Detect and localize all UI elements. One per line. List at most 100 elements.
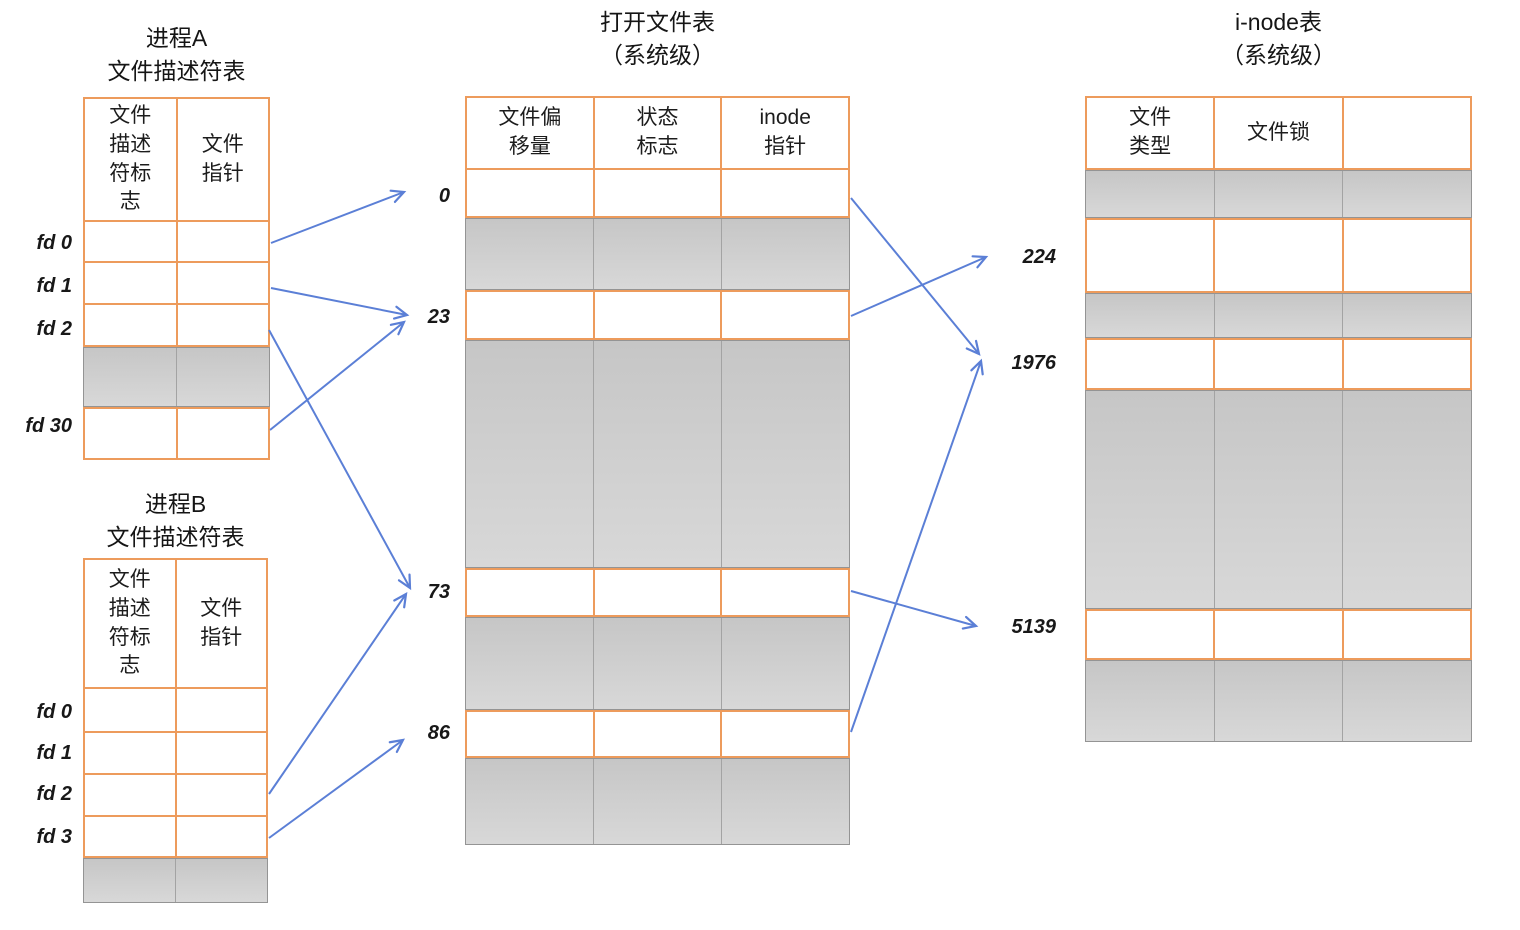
process-a-gap-row: [83, 347, 270, 407]
inode-header-file-lock: 文件锁: [1213, 98, 1341, 168]
cell-a-fd2-flags: [85, 305, 176, 345]
cell-oft-73-offset: [467, 570, 593, 615]
cell-inode-gap1-b: [1213, 171, 1343, 217]
cell-inode-gap1-c: [1342, 171, 1471, 217]
cell-inode-gap4-a: [1086, 661, 1214, 741]
process-a-row-fd2: [83, 303, 270, 347]
oft-row-73: [465, 568, 850, 617]
process-a-title-line2: 文件描述符表: [107, 58, 246, 84]
cell-oft-73-status: [592, 570, 721, 615]
process-a-header-row: 文件 描述 符标 志 文件 指针: [83, 97, 270, 222]
label-oft-73: 73: [427, 581, 450, 603]
arrow-a-fd30-to-oft-23: [269, 320, 406, 431]
cell-inode-gap3-b: [1213, 391, 1343, 608]
arrow-oft-0-to-inode-1976: [850, 197, 981, 356]
label-a-fd30: fd 30: [25, 415, 72, 437]
cell-a-fd0-flags: [85, 222, 176, 261]
cell-a-fd2-pointer: [175, 305, 269, 345]
label-b-fd1: fd 1: [36, 742, 72, 764]
process-b-row-fd0: [83, 687, 268, 733]
cell-inode-gap4-c: [1342, 661, 1471, 741]
cell-b-fd0-flags: [85, 689, 175, 731]
cell-inode-5139-lock: [1213, 611, 1341, 658]
cell-inode-5139-c: [1341, 611, 1470, 658]
cell-b-fd2-pointer: [174, 775, 267, 815]
inode-header-file-type: 文件 类型: [1129, 106, 1172, 158]
cell-inode-224-type: [1087, 220, 1213, 291]
open-file-table-title: 打开文件表 （系统级）: [465, 6, 850, 72]
cell-oft-gap3-a: [466, 618, 593, 709]
label-inode-1976: 1976: [1011, 352, 1057, 374]
cell-inode-224-lock: [1213, 220, 1341, 291]
process-b-row-fd2: [83, 773, 268, 817]
inode-table-title-line2: （系统级）: [1221, 42, 1336, 68]
cell-b-fd0-pointer: [174, 689, 267, 731]
oft-header-row: 文件偏 移量 状态 标志 inode 指针: [465, 96, 850, 170]
oft-row-23: [465, 290, 850, 340]
inode-header-col3: [1341, 98, 1470, 168]
open-file-table: 文件偏 移量 状态 标志 inode 指针: [465, 96, 850, 845]
oft-gap-row-1: [465, 218, 850, 290]
cell-oft-gap3-c: [721, 618, 849, 709]
cell-oft-86-status: [592, 712, 721, 756]
cell-inode-gap3-a: [1086, 391, 1214, 608]
cell-b-fd3-pointer: [174, 817, 267, 856]
label-b-fd2: fd 2: [36, 783, 72, 805]
cell-oft-86-offset: [467, 712, 593, 756]
cell-a-fd1-pointer: [175, 263, 269, 303]
process-b-row-fd3: [83, 815, 268, 858]
cell-oft-gap4-a: [466, 759, 593, 844]
inode-gap-row-2: [1085, 293, 1472, 338]
oft-gap-row-4: [465, 758, 850, 845]
cell-b-gap-flags: [84, 859, 175, 902]
oft-header-inode-ptr: inode 指针: [720, 98, 848, 168]
cell-a-fd30-flags: [85, 409, 176, 458]
process-b-header-row: 文件 描述 符标 志 文件 指针: [83, 558, 268, 689]
arrow-a-fd2-to-oft-73: [268, 329, 412, 591]
label-oft-23: 23: [427, 306, 450, 328]
cell-oft-gap1-c: [721, 219, 849, 289]
cell-oft-23-inode: [720, 292, 848, 338]
process-a-header-pointer: 文件 指针: [175, 99, 269, 220]
cell-oft-gap2-a: [466, 341, 593, 567]
inode-row-1976: [1085, 338, 1472, 390]
cell-b-gap-pointer: [175, 859, 267, 902]
inode-gap-row-4: [1085, 660, 1472, 742]
cell-oft-gap4-c: [721, 759, 849, 844]
cell-inode-1976-c: [1341, 340, 1470, 388]
arrow-b-fd2-to-oft-73: [268, 591, 408, 795]
label-a-fd2: fd 2: [36, 318, 72, 340]
process-b-title-line1: 进程B: [144, 491, 207, 517]
cell-oft-23-status: [592, 292, 721, 338]
cell-b-fd3-flags: [85, 817, 175, 856]
cell-a-fd0-pointer: [175, 222, 269, 261]
cell-b-fd2-flags: [85, 775, 175, 815]
process-b-title-line2: 文件描述符表: [106, 524, 245, 550]
cell-oft-86-inode: [720, 712, 848, 756]
cell-oft-gap1-b: [593, 219, 721, 289]
label-inode-224: 224: [1022, 246, 1056, 268]
oft-header-offset: 文件偏 移量: [498, 106, 562, 158]
cell-inode-gap1-a: [1086, 171, 1214, 217]
process-a-row-fd0: [83, 220, 270, 263]
arrow-a-fd1-to-oft-23: [270, 287, 410, 320]
label-a-fd0: fd 0: [36, 232, 72, 254]
arrow-oft-23-to-inode-224: [850, 255, 989, 317]
cell-oft-gap1-a: [466, 219, 593, 289]
cell-b-fd1-pointer: [174, 733, 267, 773]
cell-a-fd30-pointer: [175, 409, 269, 458]
cell-inode-gap2-c: [1342, 294, 1471, 337]
label-a-fd1: fd 1: [36, 275, 72, 297]
inode-row-5139: [1085, 609, 1472, 660]
process-a-title-line1: 进程A: [145, 25, 208, 51]
process-b-table: 文件 描述 符标 志 文件 指针: [83, 558, 268, 903]
cell-a-gap-pointer: [176, 348, 269, 406]
arrow-a-fd0-to-oft-0: [270, 189, 407, 244]
inode-row-224: [1085, 218, 1472, 293]
inode-header-row: 文件 类型 文件锁: [1085, 96, 1472, 170]
inode-table-title-line1: i-node表: [1235, 9, 1322, 35]
cell-inode-gap2-a: [1086, 294, 1214, 337]
cell-oft-0-offset: [467, 170, 593, 216]
cell-oft-0-inode: [720, 170, 848, 216]
